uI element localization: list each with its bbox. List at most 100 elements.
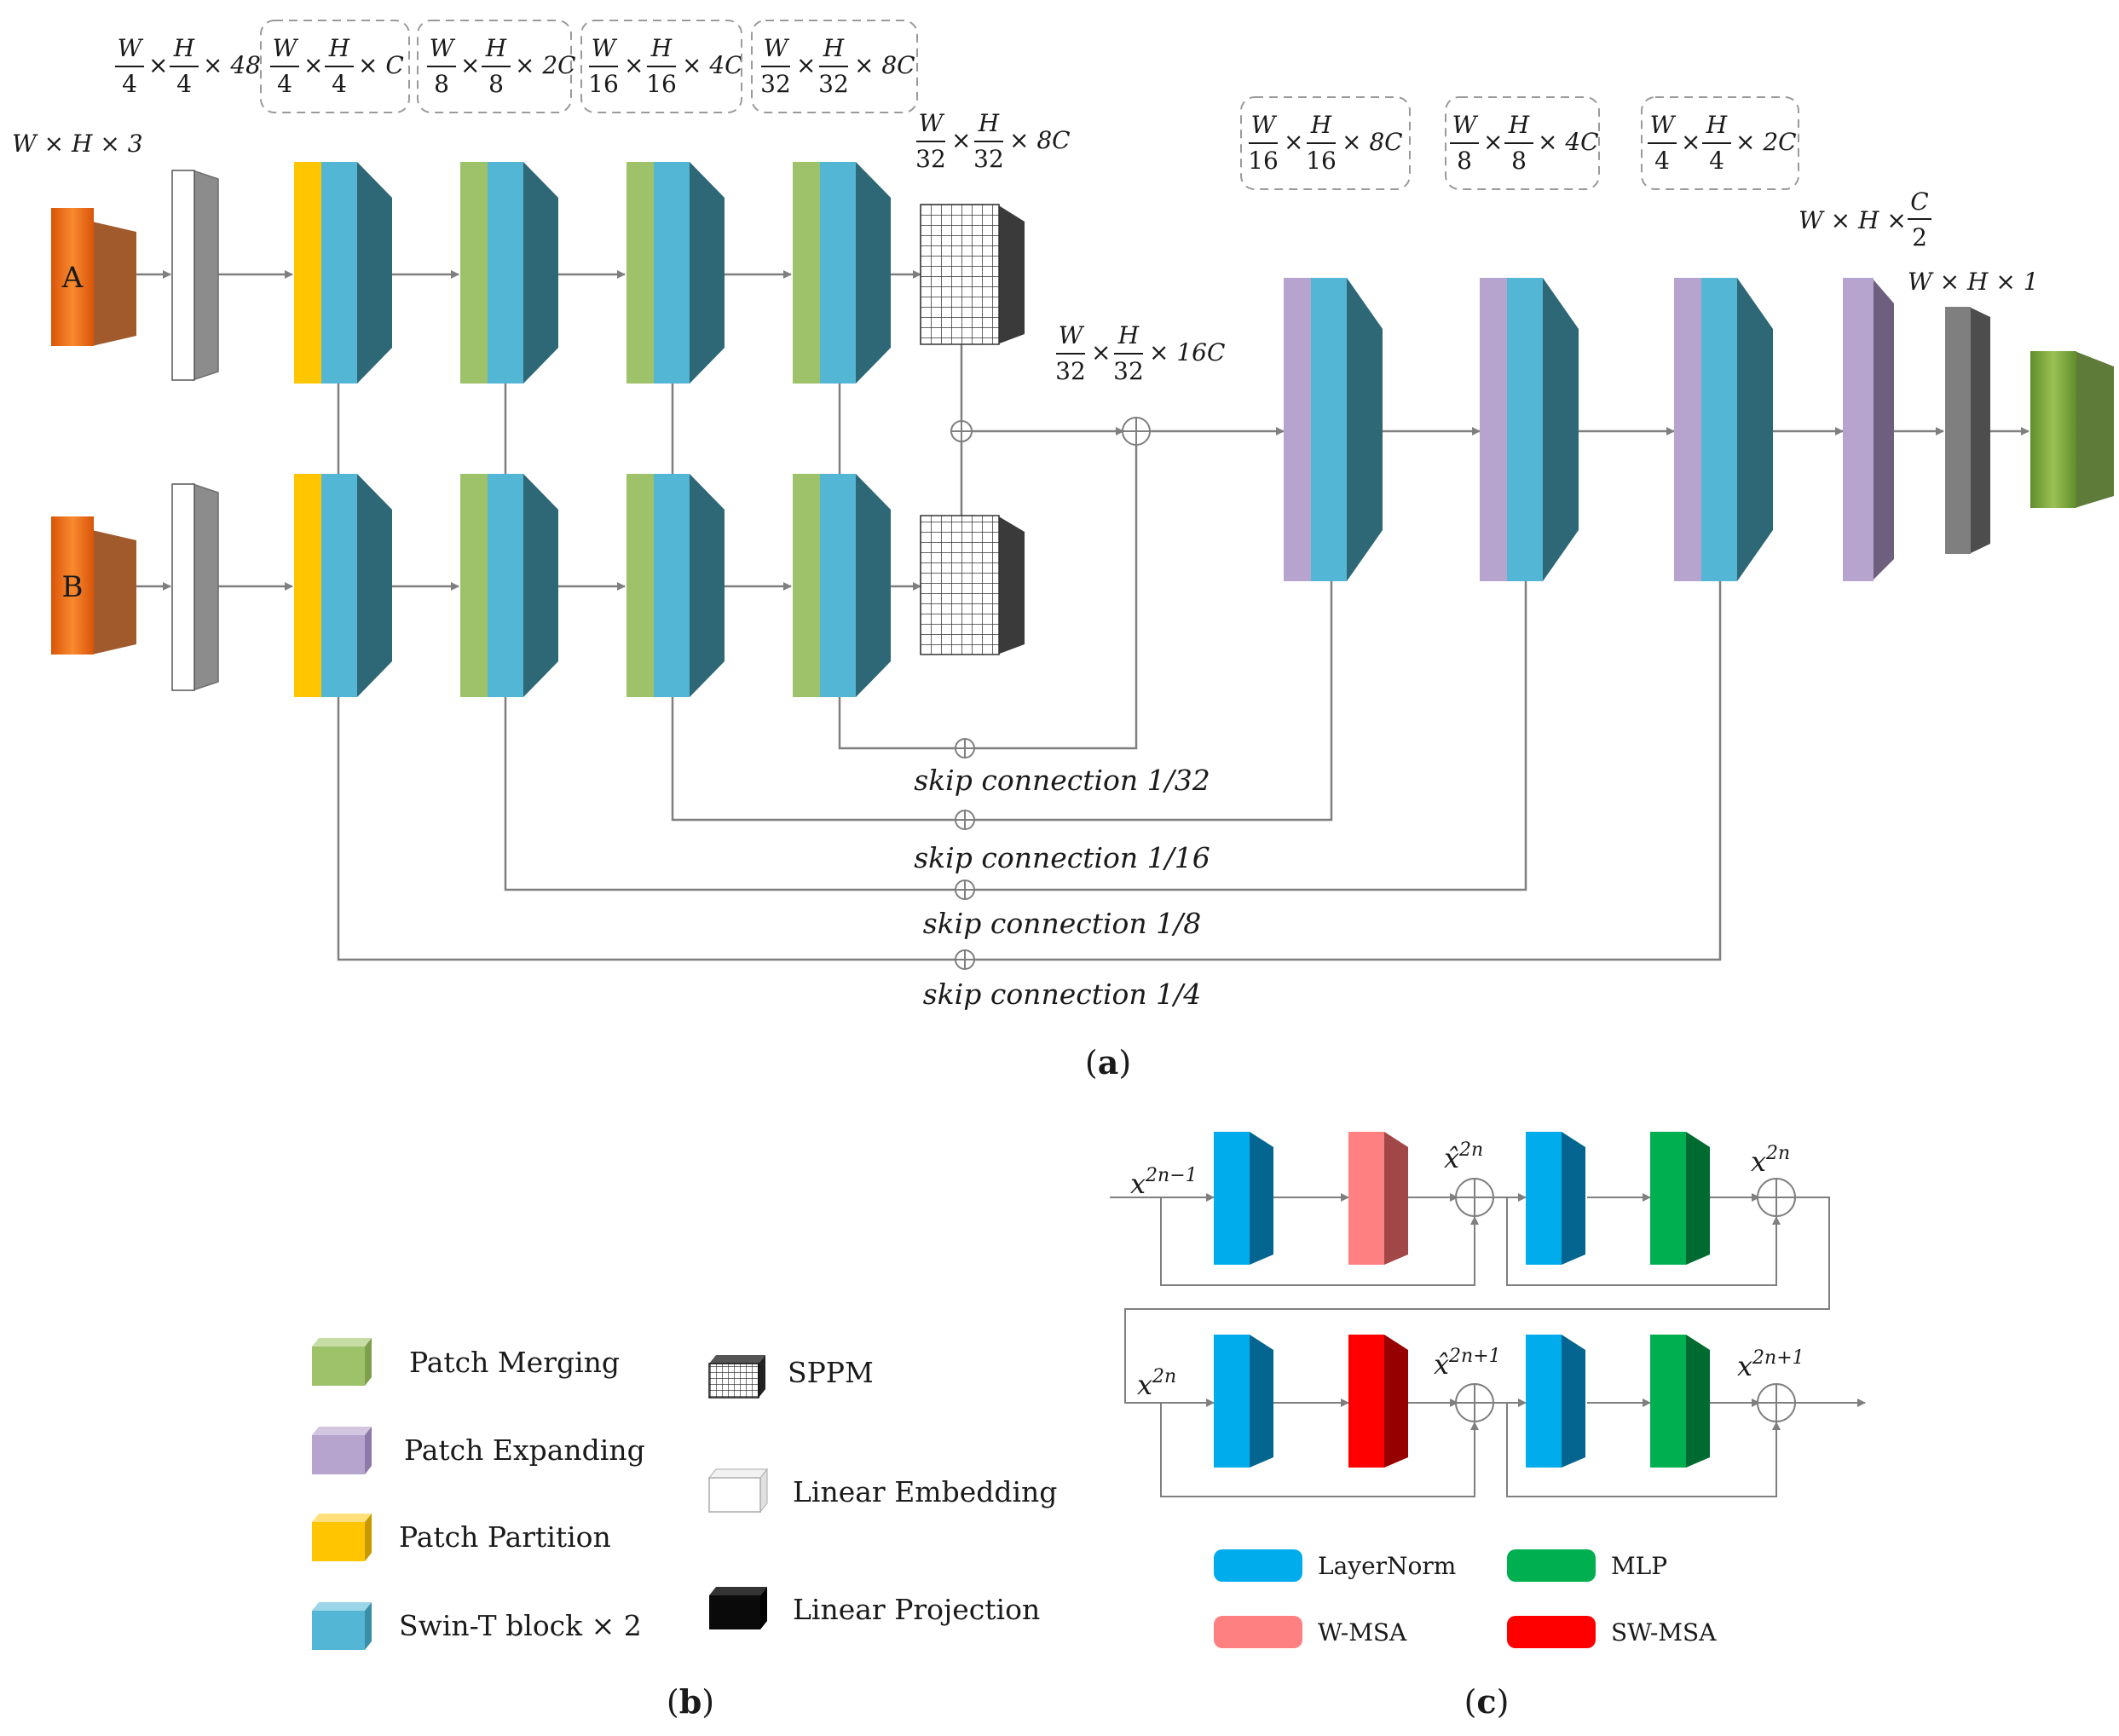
fraction-numerator: W [118, 34, 144, 62]
panel-a: A B [12, 20, 2114, 1081]
sppm-a [920, 204, 1025, 345]
dim-label-expand: W × H ×C2 [1799, 187, 1931, 251]
sppm-b [920, 515, 1025, 655]
patch-partition-layer [294, 162, 321, 384]
fraction-numerator: H [1310, 111, 1332, 139]
fraction-numerator: W [1452, 111, 1479, 139]
legend-swmsa-swatch [1507, 1616, 1596, 1648]
times-symbol: × [1681, 128, 1700, 156]
legend-wmsa-label: W-MSA [1318, 1618, 1407, 1647]
swmsa-block [1348, 1335, 1408, 1468]
swin-block-layer [654, 162, 690, 384]
skip-label-1-4: skip connection 1/4 [923, 978, 1202, 1011]
mlp-block-1 [1650, 1132, 1710, 1265]
swin-block-layer [1701, 278, 1737, 581]
decoder-stage-2 [1480, 278, 1579, 581]
layernorm-block-2 [1526, 1132, 1585, 1265]
fraction-numerator: H [823, 34, 845, 62]
swin-block-side [690, 162, 725, 384]
caption-b-letter: b [679, 1682, 702, 1721]
fraction-numerator: H [173, 34, 195, 62]
legend-linear-projection-label: Linear Projection [793, 1593, 1040, 1626]
xhat-2n1-label: x̂2n+1 [1434, 1346, 1501, 1381]
legend-sppm-label: SPPM [788, 1356, 874, 1389]
dim-label-stage2: W8×H8× 2C [427, 34, 576, 98]
encoder-stage-1-a [294, 162, 392, 384]
dim-suffix: × 8C [1009, 126, 1071, 154]
fraction-denominator: 8 [1457, 147, 1472, 175]
legend-linear-embedding-label: Linear Embedding [793, 1475, 1057, 1508]
patch-expanding-layer [1284, 278, 1311, 581]
decoder-stages [1284, 278, 1773, 581]
dim-label-output: W × H × 1 [1908, 268, 2039, 296]
fusion-add-node [1122, 417, 1151, 446]
patch-merging-layer [793, 162, 820, 384]
encoder-stages [294, 162, 891, 697]
dim-suffix: × 4C [1538, 128, 1599, 156]
swin-block-side [357, 474, 392, 697]
fraction-denominator: 32 [1055, 357, 1086, 385]
svg-text:2: 2 [1912, 223, 1927, 251]
swin-block-layer [321, 162, 357, 384]
fraction-denominator: 32 [973, 145, 1004, 173]
dim-suffix: × 2C [1735, 128, 1797, 156]
skip16-node [955, 810, 975, 830]
caption-a: (a) [1085, 1043, 1131, 1081]
x-2n-label: x2n [1751, 1143, 1790, 1178]
skip-label-1-16: skip connection 1/16 [914, 841, 1210, 874]
patch-expanding-layer [1480, 278, 1507, 581]
fraction-numerator: H [650, 34, 673, 62]
encoder-stage-2-b [460, 474, 558, 697]
dim-suffix: × 8C [854, 51, 915, 79]
swin-block-layer [654, 474, 690, 697]
fraction-denominator: 4 [176, 70, 192, 98]
fraction-denominator: 8 [434, 70, 449, 98]
swin-block-side [1543, 278, 1579, 581]
fraction-denominator: 4 [277, 70, 292, 98]
connection-lines [115, 270, 2030, 961]
times-symbol: × [460, 51, 480, 79]
input-a-label: A [61, 261, 84, 295]
swin-block-layer [820, 474, 856, 697]
legend-patch-expanding-label: Patch Expanding [404, 1433, 645, 1467]
sum-nodes [950, 417, 1151, 970]
sum-node-2 [1757, 1178, 1796, 1217]
layernorm-block-3 [1214, 1335, 1273, 1468]
times-symbol: × [1483, 128, 1503, 156]
swin-block-side [357, 162, 392, 384]
fraction-numerator: W [919, 109, 945, 137]
legend-swin-block: Swin-T block × 2 [312, 1602, 642, 1650]
fraction-numerator: W [592, 34, 618, 62]
fraction-denominator: 4 [122, 70, 137, 98]
dim-label-dec1: W16×H16× 8C [1248, 111, 1402, 175]
xhat-2n-label: x̂2n [1444, 1139, 1483, 1174]
dim-label-stage3: W16×H16× 4C [588, 34, 742, 98]
dim-highlight-boxes [260, 20, 1799, 190]
patch-merging-layer [460, 474, 488, 697]
legend-layernorm-label: LayerNorm [1318, 1552, 1456, 1580]
times-symbol: × [148, 51, 168, 79]
panel-c: x2n−1 x̂2n x2n x2n x̂2n+1 x2n+1 LayerNor… [1110, 1132, 1866, 1721]
fraction-denominator: 32 [760, 70, 791, 98]
legend-mlp-swatch [1507, 1549, 1596, 1582]
sum-node-4 [1757, 1383, 1796, 1422]
legend-patch-merging-label: Patch Merging [409, 1346, 620, 1379]
fraction-denominator: 16 [1306, 147, 1337, 175]
fraction-numerator: H [485, 34, 507, 62]
block-c-legend: LayerNorm MLP W-MSA SW-MSA [1214, 1549, 1717, 1648]
block-c-sum-nodes [1455, 1178, 1796, 1422]
swin-block-layer [488, 162, 523, 384]
legend-patch-expanding: Patch Expanding [312, 1427, 645, 1474]
block-c-units [1214, 1132, 1710, 1468]
x-in-label: x2n−1 [1130, 1165, 1198, 1200]
patch-partition-layer [294, 474, 321, 697]
fraction-denominator: 16 [588, 70, 619, 98]
dim-label-sppm_out: W32×H32× 8C [915, 109, 1070, 173]
legend-patch-partition: Patch Partition [312, 1514, 611, 1561]
x-2n1-label: x2n+1 [1737, 1347, 1804, 1382]
swin-block-side [523, 474, 558, 697]
encoder-stage-2-a [460, 162, 558, 384]
